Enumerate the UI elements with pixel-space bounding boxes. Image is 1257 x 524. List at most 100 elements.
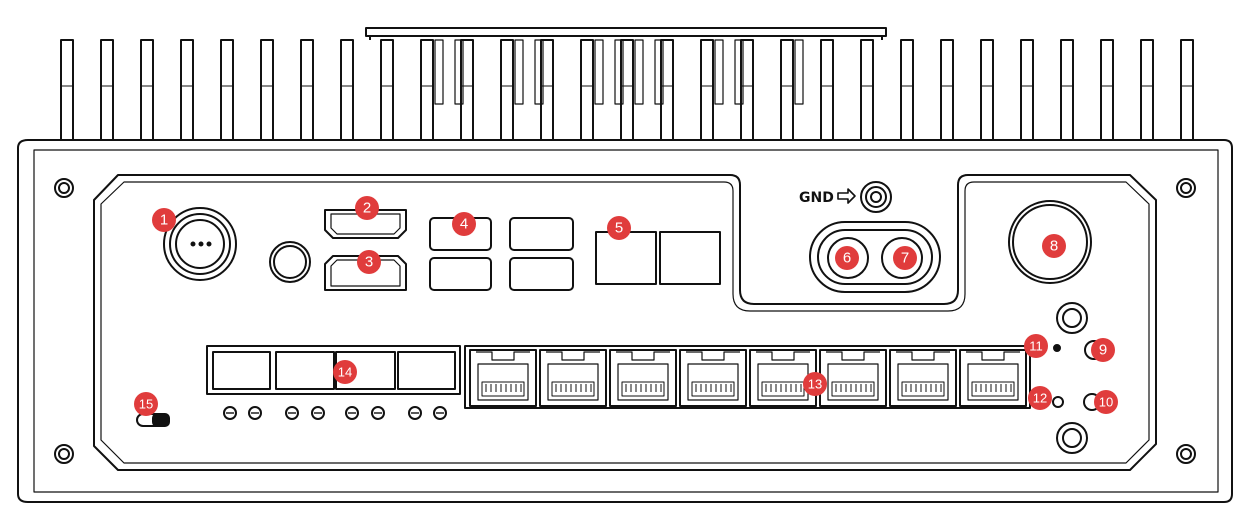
heatsink-fin [100, 39, 114, 141]
heatsink-fin [1100, 39, 1114, 141]
power-connector [163, 207, 237, 281]
heatsink-fin [60, 39, 74, 141]
sfp-led [371, 406, 385, 420]
heatsink-fin [980, 39, 994, 141]
sfp-led [311, 406, 325, 420]
gnd-screw [837, 181, 892, 213]
callout-1-label: 1 [160, 212, 168, 229]
sfp-led [285, 406, 299, 420]
heatsink-fin [900, 39, 914, 141]
sfp-led [345, 406, 359, 420]
heatsink-slot [534, 39, 544, 105]
callout-13-label: 13 [808, 377, 822, 392]
display-port-top [324, 209, 407, 239]
heatsink-fin [380, 39, 394, 141]
callout-14-label: 14 [338, 365, 352, 380]
callout-15-label: 15 [139, 397, 153, 412]
callout-11-label: 11 [1029, 339, 1043, 354]
heatsink-fin [500, 39, 514, 141]
callout-7-label: 7 [901, 250, 909, 267]
callout-15: 15 [134, 392, 158, 416]
heatsink-slot [794, 39, 804, 105]
heatsink-fin [180, 39, 194, 141]
callout-2: 2 [355, 196, 379, 220]
heatsink-fin [820, 39, 834, 141]
gnd-label: GND [799, 190, 834, 206]
callout-13: 13 [803, 372, 827, 396]
sfp-led [248, 406, 262, 420]
callout-3: 3 [357, 250, 381, 274]
corner-screws [54, 178, 1196, 464]
toggle-switch [136, 413, 170, 427]
heatsink-slot [594, 39, 604, 105]
inner-panel [93, 174, 1157, 471]
rj45-port [609, 349, 677, 407]
callout-5: 5 [607, 216, 631, 240]
heatsink-fin [700, 39, 714, 141]
antenna-connectors [809, 221, 941, 293]
callout-2-label: 2 [363, 200, 371, 217]
callout-7: 7 [893, 246, 917, 270]
callout-5-label: 5 [615, 220, 623, 237]
heatsink-fins [60, 39, 1194, 141]
callout-11: 11 [1024, 334, 1048, 358]
heatsink-slot [634, 39, 644, 105]
callout-8-label: 8 [1050, 238, 1058, 255]
callout-6: 6 [835, 246, 859, 270]
power-knob [269, 241, 311, 283]
heatsink-slot [614, 39, 624, 105]
sfp-cages [206, 345, 461, 395]
top-rail [365, 27, 887, 40]
heatsink-fin [580, 39, 594, 141]
callout-8: 8 [1042, 234, 1066, 258]
heatsink-fin [1180, 39, 1194, 141]
rj45-port [889, 349, 957, 407]
callout-3-label: 3 [365, 254, 373, 271]
rj45-port [959, 349, 1027, 407]
heatsink-slot [434, 39, 444, 105]
heatsink-slot [654, 39, 664, 105]
callout-12: 12 [1028, 386, 1052, 410]
callout-14: 14 [333, 360, 357, 384]
heatsink-fin [1020, 39, 1034, 141]
sfp-led [408, 406, 422, 420]
sfp-led [433, 406, 447, 420]
heatsink-slot [734, 39, 744, 105]
round-connector [1008, 200, 1092, 284]
callout-4-label: 4 [460, 216, 468, 233]
heatsink-fin [420, 39, 434, 141]
chassis-outline [17, 139, 1233, 503]
callout-1: 1 [152, 208, 176, 232]
display-port-bottom [324, 255, 407, 291]
heatsink-slot [714, 39, 724, 105]
callout-10: 10 [1094, 390, 1118, 414]
rj45-port [469, 349, 537, 407]
sfp-led [223, 406, 237, 420]
rj45-port [539, 349, 607, 407]
rj45-port [679, 349, 747, 407]
callout-6-label: 6 [843, 250, 851, 267]
heatsink-slot [514, 39, 524, 105]
heatsink-fin [860, 39, 874, 141]
sfp-leds [223, 406, 447, 420]
heatsink-slot [454, 39, 464, 105]
callout-10-label: 10 [1099, 395, 1113, 410]
heatsink-fin [260, 39, 274, 141]
heatsink-fin [300, 39, 314, 141]
heatsink-fin [1140, 39, 1154, 141]
sma-connectors [1056, 302, 1088, 454]
heatsink-fin [1060, 39, 1074, 141]
rj45-ports [464, 345, 1031, 409]
callout-4: 4 [452, 212, 476, 236]
heatsink-fin [220, 39, 234, 141]
callout-9: 9 [1091, 338, 1115, 362]
heatsink-fin [780, 39, 794, 141]
callout-9-label: 9 [1099, 342, 1107, 359]
heatsink-fin [340, 39, 354, 141]
heatsink-fin [940, 39, 954, 141]
heatsink-fin [140, 39, 154, 141]
status-indicators [1052, 340, 1104, 411]
callout-12-label: 12 [1033, 391, 1047, 406]
